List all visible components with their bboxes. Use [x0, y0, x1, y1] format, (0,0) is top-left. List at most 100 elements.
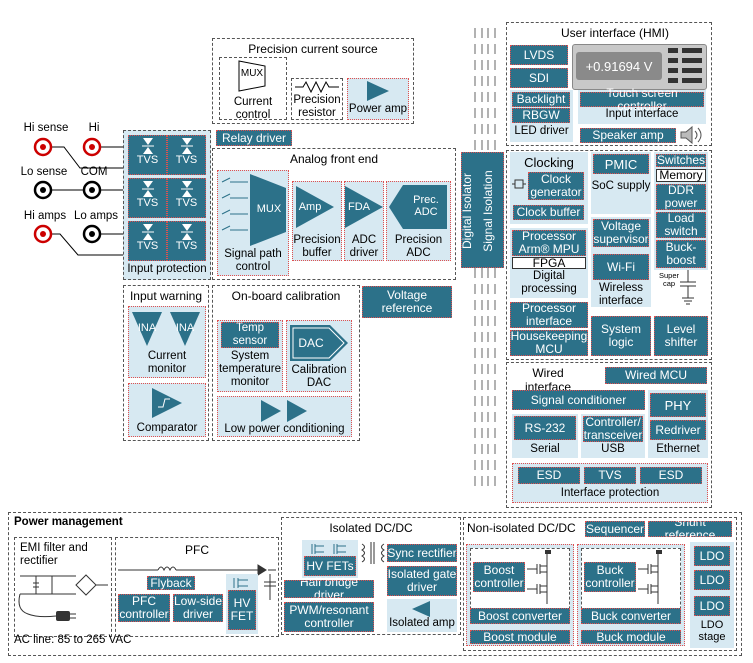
- phy-block: PHY: [650, 393, 706, 417]
- fda-icon: [345, 186, 383, 228]
- speaker-amp-block: Speaker amp: [580, 128, 676, 143]
- wifi-block: Wi-Fi: [593, 254, 649, 280]
- hi-sense-label: Hi sense: [23, 122, 69, 134]
- hi-label: Hi: [88, 122, 100, 134]
- precision-adc-label: Precision ADC: [394, 234, 443, 259]
- transformer-icon: [361, 542, 385, 564]
- sequencer-block: Sequencer: [585, 521, 645, 537]
- tvs-block: TVS: [167, 178, 206, 218]
- system-temperature-monitor-label: System temperature monitor: [218, 350, 281, 388]
- digital-isolator-block: [461, 152, 504, 268]
- fda-label: FDA: [348, 201, 370, 213]
- tvs-diode-icon: [141, 181, 154, 197]
- current-control-block: [219, 57, 287, 120]
- touch-screen-controller-block: Touch screen controller: [580, 86, 704, 112]
- shunt-reference-block: Shunt reference: [648, 516, 732, 542]
- tvs-block: TVS: [584, 467, 636, 484]
- ina-label: INA: [137, 322, 157, 334]
- buck-boost-block: Buck-boost: [656, 240, 706, 268]
- usb-label: USB: [601, 443, 625, 455]
- processor-mpu-block: Processor Arm® MPU: [512, 230, 586, 256]
- tvs-block: TVS: [128, 178, 167, 218]
- calibration-dac-label: Calibration DAC: [291, 364, 347, 389]
- ac-line-label: AC line: 85 to 265 VAC: [14, 634, 132, 646]
- speaker-icon: [680, 125, 702, 145]
- lvds-block: LVDS: [510, 45, 568, 65]
- fet-icon: [233, 578, 248, 588]
- rbgw-block: RBGW: [512, 108, 570, 123]
- tvs-diode-icon: [141, 224, 154, 240]
- emi-rectifier-icon: [18, 574, 108, 621]
- precision-buffer-label: Precision buffer: [293, 234, 341, 259]
- pwm-resonant-controller-block: PWM/resonant controller: [284, 602, 374, 632]
- controller-transceiver-block: Controller/ transceiver: [583, 415, 643, 442]
- clock-generator-block: Clock generator: [528, 172, 584, 200]
- flyback-block: Flyback: [147, 576, 195, 590]
- ldo-stage-label: LDO stage: [698, 619, 726, 643]
- processor-interface-block: Processor interface: [510, 302, 588, 328]
- wired-interface-group: [506, 362, 712, 508]
- low-side-driver-block: Low-side driver: [173, 594, 223, 622]
- power-management-title: Power management: [14, 516, 123, 528]
- non-isolated-title: Non-isolated DC/DC: [467, 521, 576, 535]
- signal-conditioner-block: Signal conditioner: [512, 390, 645, 410]
- amplifier-pair-icon: [261, 400, 307, 422]
- adc-icon: [389, 185, 447, 229]
- voltage-reference-block: Voltage reference: [362, 286, 452, 318]
- input-warning-title: Input warning: [129, 289, 203, 303]
- non-isolated-group: [463, 517, 737, 651]
- boost-controller-block: Boost controller: [473, 562, 525, 592]
- wired-mcu-block: Wired MCU: [605, 367, 707, 384]
- boost-module-block: Boost module: [470, 630, 570, 644]
- hmi-title: User interface (HMI): [560, 26, 670, 40]
- housekeeping-mcu-block: Housekeeping MCU: [510, 329, 588, 356]
- buck-controller-block: Buck controller: [584, 562, 636, 592]
- lo-sense-label: Lo sense: [20, 166, 68, 178]
- ina-label: INA: [175, 322, 195, 334]
- input-interface-label: Input interface: [605, 108, 679, 120]
- analog-front-end-group: [212, 148, 456, 280]
- pmic-block: PMIC: [593, 154, 649, 174]
- isolated-amp-group: [387, 599, 457, 632]
- super-cap-label: Super cap: [658, 271, 679, 288]
- switches-block: Switches: [656, 153, 706, 167]
- led-driver-label: LED driver: [514, 125, 569, 137]
- low-power-conditioning-label: Low power conditioning: [224, 423, 345, 435]
- mux-label: MUX: [240, 68, 264, 79]
- power-management-group: [8, 512, 742, 656]
- isolated-dcdc-title: Isolated DC/DC: [329, 521, 413, 535]
- emi-filter-label: EMI filter and rectifier: [20, 542, 88, 567]
- half-bridge-driver-block: Half bridge driver: [284, 576, 374, 602]
- signal-isolation-label: Signal Isolation: [481, 170, 495, 252]
- low-power-conditioning-block: [217, 396, 352, 437]
- tvs-diode-icon: [180, 138, 193, 154]
- buck-module-block: Buck module: [581, 630, 681, 644]
- digital-processing-label: Digital processing: [521, 270, 577, 295]
- pfc-controller-block: PFC controller: [118, 594, 170, 622]
- adc-driver-label: ADC driver: [349, 234, 379, 259]
- tvs-diode-icon: [180, 181, 193, 197]
- load-switch-block: Load switch: [656, 212, 706, 238]
- ina-icon: [132, 312, 200, 346]
- clock-buffer-block: Clock buffer: [513, 205, 584, 220]
- precision-resistor-block: [291, 78, 343, 120]
- capacitor-icon: [680, 270, 696, 305]
- jack-icon: [33, 137, 102, 244]
- calibration-title: On-board calibration: [231, 289, 341, 303]
- voltage-supervisor-block: Voltage supervisor: [593, 219, 649, 247]
- precision-current-source-group: [212, 38, 414, 124]
- interface-protection-label: Interface protection: [560, 487, 660, 499]
- esd-block: ESD: [640, 467, 702, 484]
- lo-amps-label: Lo amps: [73, 210, 119, 222]
- calibration-group: [212, 285, 360, 441]
- input-protection-label: Input protection: [127, 263, 207, 275]
- hv-fet-block: HV FET: [228, 590, 256, 630]
- boost-converter-block: Boost converter: [470, 608, 570, 624]
- comparator-icon: [152, 388, 182, 418]
- relay-driver-block: Relay driver: [216, 130, 292, 146]
- dac-icon: [290, 325, 348, 361]
- rs232-block: RS-232: [514, 416, 576, 440]
- tvs-block: TVS: [128, 135, 167, 175]
- isolated-dcdc-group: [281, 517, 461, 635]
- buck-switch-icon: [638, 550, 662, 604]
